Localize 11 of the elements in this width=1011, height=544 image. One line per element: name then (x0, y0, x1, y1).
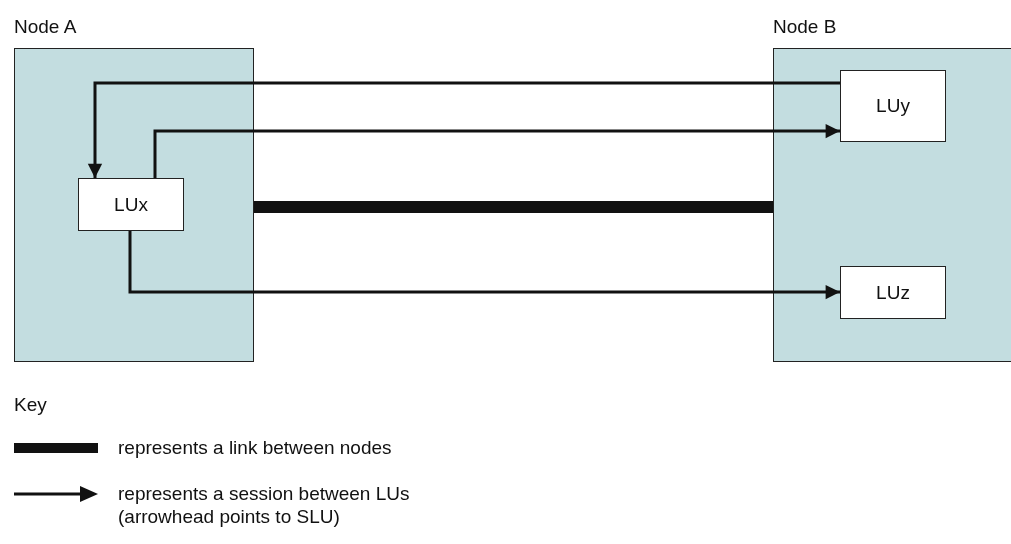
lu-box: LUy (840, 70, 946, 142)
lu-box: LUx (78, 178, 184, 231)
node-title: Node B (773, 16, 837, 38)
legend-text: represents a session between LUs (arrowhead points to SLU) (118, 482, 411, 528)
session-arrow (153, 123, 840, 178)
legend-text: represents a link between nodes (118, 436, 393, 459)
node-title: Node A (14, 16, 77, 38)
session-arrow (87, 81, 840, 178)
key-heading: Key (14, 393, 47, 416)
lu-box: LUz (840, 266, 946, 319)
session-arrow (128, 231, 840, 300)
